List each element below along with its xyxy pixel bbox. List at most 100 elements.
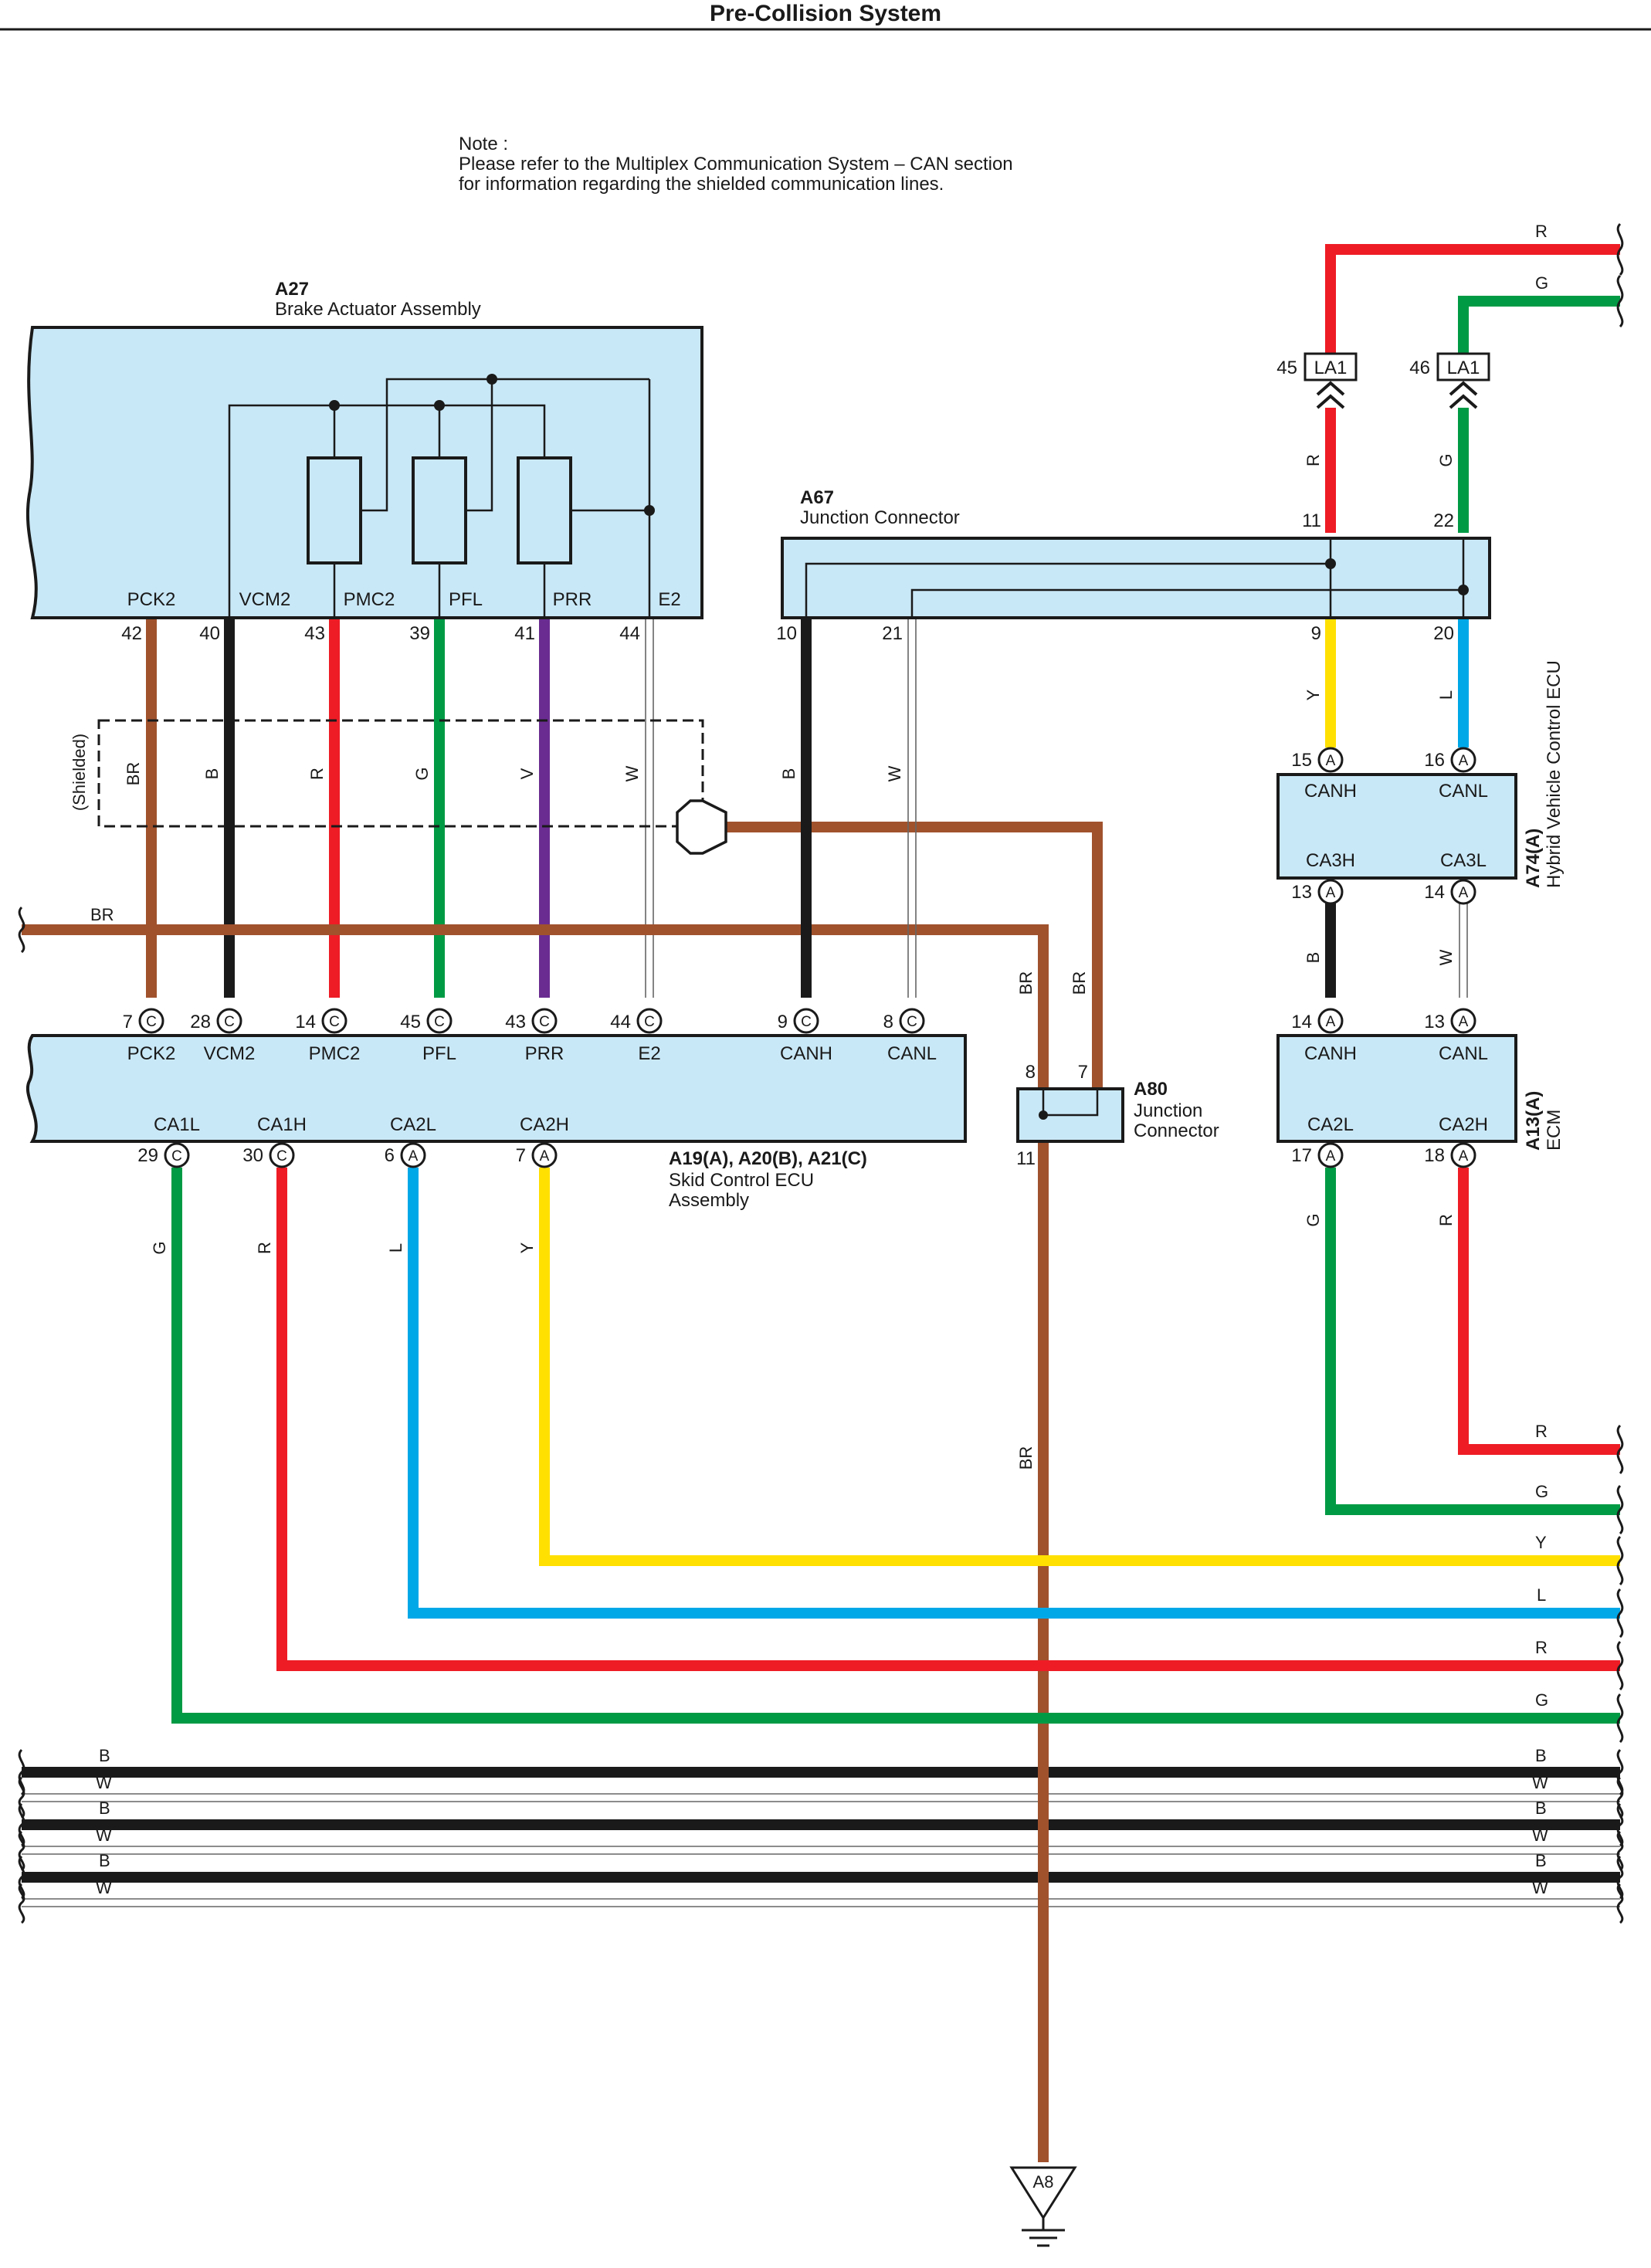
shield-ground-terminal (676, 799, 727, 855)
code-b-canh: B (779, 768, 798, 780)
skid-term-vcm2: VCM2 (204, 1043, 256, 1064)
a74-name: Hybrid Vehicle Control ECU (1544, 660, 1565, 888)
a74-code: A74(A) (1523, 829, 1544, 888)
shielded-label: (Shielded) (69, 734, 89, 811)
continuation-breaks (18, 222, 1624, 1924)
a27-term-vcm2: VCM2 (239, 589, 291, 610)
a67-name: Junction Connector (800, 507, 960, 528)
skid-pin-9: 9 (778, 1012, 788, 1032)
a74-pin-15: 15 (1291, 750, 1312, 771)
pin-circle-a74-ca3h (1317, 879, 1344, 905)
code-r-top: R (1535, 222, 1548, 241)
bus-label-b-right-2: B (1535, 1798, 1547, 1818)
a13-code: A13(A) (1523, 1091, 1544, 1151)
skid-term-ca2h: CA2H (520, 1114, 569, 1135)
a13-term-canl: CANL (1439, 1043, 1488, 1064)
skid-code: A19(A), A20(B), A21(C) (669, 1148, 867, 1169)
pin-circle-skid-canl (899, 1008, 925, 1034)
pin-circle-skid-ca1l (164, 1142, 190, 1168)
code-b-a74-a13: B (1304, 952, 1323, 964)
a13-name: ECM (1544, 1110, 1565, 1151)
skid-term-canl: CANL (887, 1043, 937, 1064)
junction-connector-a80: A80 Junction Connector 8 7 11 (1016, 1062, 1219, 1169)
la1-label-46: LA1 (1447, 358, 1480, 378)
skid-pin-43: 43 (505, 1012, 526, 1032)
pin-circle-a13-canh (1317, 1008, 1344, 1034)
solenoid-pmc2 (307, 456, 362, 564)
pin-letter: C (801, 1014, 812, 1030)
la1-pin-45: 45 (1276, 358, 1297, 378)
bus-label-b-right-1: B (1535, 1746, 1547, 1765)
shield-box (97, 719, 704, 828)
code-g-pfl: G (412, 767, 432, 780)
a80-name-1: Junction (1134, 1100, 1202, 1121)
code-r-pmc2: R (307, 768, 327, 780)
pin-letter: C (276, 1148, 287, 1165)
skid-term-ca1l: CA1L (154, 1114, 200, 1135)
bus-wire-w-2 (22, 1846, 1620, 1855)
a74-body (1276, 773, 1517, 880)
a27-pin-42: 42 (121, 623, 142, 644)
code-r-la1: R (1304, 454, 1323, 466)
skid-term-pmc2: PMC2 (309, 1043, 361, 1064)
a13-pin-14: 14 (1291, 1012, 1312, 1032)
code-br-pck2: BR (124, 762, 143, 786)
code-g-ca1l: G (150, 1241, 169, 1254)
wire-w-canl-a67 (907, 618, 917, 998)
wires (22, 244, 1620, 2162)
bus-label-b-right-3: B (1535, 1851, 1547, 1870)
code-br-ground-bus: BR (90, 905, 114, 924)
a27-term-e2: E2 (658, 589, 680, 610)
a27-internal-circuit (228, 374, 655, 618)
pin-letter: C (146, 1014, 157, 1030)
page-title: Pre-Collision System (710, 1, 941, 26)
skid-pin-14: 14 (295, 1012, 316, 1032)
pin-letter: C (434, 1014, 445, 1030)
a67-internal-circuit (805, 538, 1469, 618)
pin-letter: A (1459, 885, 1469, 901)
la1-connector-45 (1304, 352, 1358, 381)
bus-label-b-left-2: B (99, 1798, 110, 1818)
pin-circle-a13-ca2h (1450, 1142, 1476, 1168)
skid-control-ecu-assembly: PCK2 VCM2 PMC2 PFL PRR E2 CANH CANL CA1L… (26, 1012, 967, 1211)
code-g-a13: G (1304, 1213, 1323, 1226)
pin-circle-skid-canh (793, 1008, 819, 1034)
a67-pin-22: 22 (1433, 510, 1454, 531)
skid-pin-6: 6 (385, 1145, 395, 1166)
skid-pin-45: 45 (400, 1012, 421, 1032)
skid-term-canh: CANH (780, 1043, 832, 1064)
code-r-ca1h: R (255, 1242, 274, 1254)
a27-pin-41: 41 (514, 623, 535, 644)
ground-label: A8 (1033, 2172, 1054, 2192)
pin-circle-skid-prr (531, 1008, 558, 1034)
wire-r-la1 (1325, 244, 1620, 378)
a27-code: A27 (275, 279, 309, 300)
bottom-bus: B B B W W W B B B W W W (22, 1746, 1620, 1907)
pin-circle-a74-canh (1317, 747, 1344, 773)
pin-circle-skid-ca2h (531, 1142, 558, 1168)
pin-letter: A (1459, 753, 1469, 769)
break-right-b3 (1616, 1855, 1624, 1900)
hybrid-vehicle-control-ecu: CANH CANL CA3H CA3L 15 16 13 14 A74(A) H… (1276, 660, 1565, 903)
skid-pin-30: 30 (242, 1145, 263, 1166)
code-w-canl: W (885, 765, 904, 781)
a13-term-canh: CANH (1304, 1043, 1357, 1064)
a13-body (1276, 1034, 1517, 1143)
a74-term-canh: CANH (1304, 781, 1357, 802)
break-left-w3 (18, 1883, 25, 1924)
a27-term-prr: PRR (553, 589, 592, 610)
bus-label-w-left-1: W (96, 1773, 112, 1792)
break-right-r (1616, 1424, 1624, 1475)
a74-term-ca3h: CA3H (1306, 850, 1355, 871)
a80-pin-7: 7 (1078, 1062, 1088, 1083)
wire-r-ca1h (276, 1168, 1620, 1671)
skid-term-ca1h: CA1H (257, 1114, 307, 1135)
pin-circle-skid-pfl (426, 1008, 453, 1034)
pin-circle-skid-ca2l (400, 1142, 426, 1168)
a74-pin-16: 16 (1424, 750, 1445, 771)
wire-w-a74-a13 (1459, 902, 1468, 998)
skid-term-pck2: PCK2 (127, 1043, 176, 1064)
bus-label-w-left-2: W (96, 1826, 112, 1845)
break-left-w1 (18, 1776, 25, 1819)
